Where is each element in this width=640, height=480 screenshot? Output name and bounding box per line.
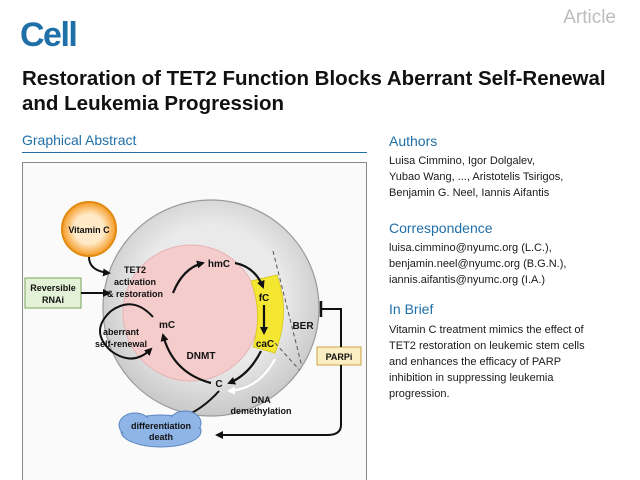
c-label: C [215, 379, 222, 390]
authors-line: Yubao Wang, ..., Aristotelis Tsirigos, [389, 171, 564, 183]
vitamin-c-label: Vitamin C [68, 225, 110, 235]
cac-label: caC [256, 339, 274, 350]
tet2-label: TET2 [124, 265, 146, 275]
tet2-restoration-label: & restoration [107, 289, 163, 299]
in-brief-line: and enhances the efficacy of PARP [389, 356, 562, 368]
article-title: Restoration of TET2 Function Blocks Aber… [22, 67, 606, 115]
article-type-label: Article [563, 7, 616, 28]
vitamin-c-orange [61, 201, 117, 257]
mc-label: mC [159, 320, 175, 331]
correspondence-email[interactable]: luisa.cimmino@nyumc.org (L.C.), [389, 242, 552, 254]
authors-section: Authors Luisa Cimmino, Igor Dolgalev, Yu… [389, 132, 629, 201]
graphical-abstract-diagram: Vitamin C Reversible RNAi TET2 activatio… [24, 199, 362, 448]
arrow-cac-to-c [227, 350, 262, 385]
authors-line: Luisa Cimmino, Igor Dolgalev, [389, 155, 535, 167]
authors-line: Benjamin G. Neel, Iannis Aifantis [389, 187, 550, 199]
arrow-hmc-to-fc [234, 261, 265, 289]
parpi-inhibition-line [321, 308, 342, 347]
in-brief-section: In Brief Vitamin C treatment mimics the … [389, 300, 629, 402]
in-brief-line: inhibition in suppressing leukemia [389, 372, 554, 384]
correspondence-heading: Correspondence [389, 220, 493, 236]
demethylation-label: demethylation [230, 406, 291, 416]
in-brief-line: Vitamin C treatment mimics the effect of [389, 324, 584, 336]
death-label: death [149, 432, 173, 442]
in-brief-heading: In Brief [389, 301, 434, 317]
dnmt-label: DNMT [187, 351, 216, 362]
graphical-abstract-rule [22, 152, 367, 153]
arrow-vitamin-to-tet2 [88, 256, 111, 277]
authors-list: Luisa Cimmino, Igor Dolgalev, Yubao Wang… [389, 153, 629, 201]
dna-label: DNA [251, 395, 271, 405]
in-brief-line: progression. [389, 388, 450, 400]
authors-heading: Authors [389, 133, 438, 149]
arrow-c-to-mc-dnmt [160, 333, 212, 385]
aberrant-label: aberrant [103, 327, 139, 337]
correspondence-email[interactable]: iannis.aifantis@nyumc.org (I.A.) [389, 274, 546, 286]
tet2-activation-label: activation [114, 277, 156, 287]
hmc-label: hmC [208, 259, 230, 270]
journal-logo: Cell [20, 16, 78, 54]
self-renewal-label: self-renewal [95, 339, 147, 349]
in-brief-text: Vitamin C treatment mimics the effect of… [389, 322, 629, 402]
differentiation-cloud [118, 410, 202, 448]
self-renewal-loop [99, 303, 154, 360]
graphical-abstract-figure: Vitamin C Reversible RNAi TET2 activatio… [22, 162, 367, 480]
parpi-label: PARPi [326, 352, 353, 362]
parpi-box [316, 346, 362, 366]
correspondence-list: luisa.cimmino@nyumc.org (L.C.), benjamin… [389, 240, 629, 288]
correspondence-email[interactable]: benjamin.neel@nyumc.org (B.G.N.), [389, 258, 567, 270]
correspondence-section: Correspondence luisa.cimmino@nyumc.org (… [389, 219, 629, 288]
arrow-mc-to-hmc [171, 260, 205, 294]
fc-label: fC [259, 293, 270, 304]
arrow-ber-c [227, 358, 276, 395]
arrow-parpi-to-death [215, 365, 342, 439]
oxidation-band [250, 274, 284, 354]
graphical-abstract-heading: Graphical Abstract [22, 132, 137, 148]
ber-label: BER [292, 321, 314, 332]
rnai-label: RNAi [42, 295, 64, 305]
differentiation-label: differentiation [131, 421, 191, 431]
in-brief-line: TET2 restoration on leukemic stem cells [389, 340, 585, 352]
reversible-label: Reversible [30, 283, 76, 293]
